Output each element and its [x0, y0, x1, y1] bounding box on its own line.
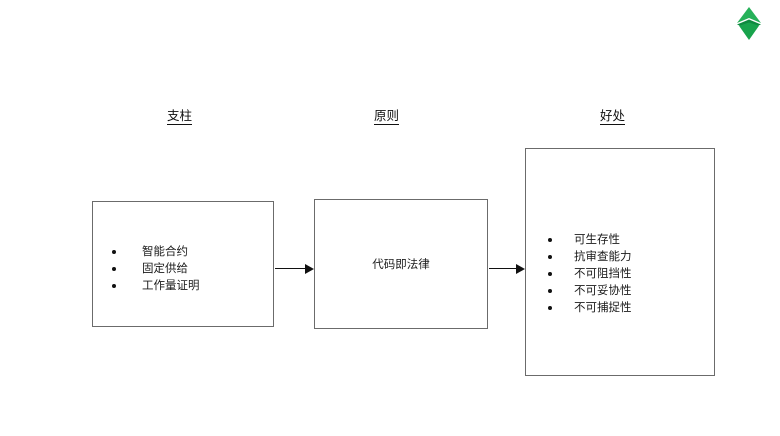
bullet-icon	[548, 254, 552, 259]
list-item-label: 智能合约	[142, 244, 188, 258]
logo-bottom-triangle	[739, 22, 759, 40]
arrow-principles-to-benefits	[489, 264, 525, 274]
bullet-icon	[548, 271, 552, 276]
list-item: 不可阻挡性	[548, 265, 632, 282]
principles-label: 代码即法律	[372, 257, 430, 271]
bullet-icon	[112, 283, 116, 288]
bullet-icon	[548, 288, 552, 293]
list-item-label: 抗审查能力	[574, 249, 632, 263]
list-item: 不可捕捉性	[548, 299, 632, 316]
column-heading-pillars: 支柱	[167, 108, 193, 125]
arrow-shaft	[489, 268, 517, 270]
pillars-list: 智能合约 固定供给 工作量证明	[112, 243, 200, 294]
arrow-pillars-to-principles	[275, 264, 314, 274]
list-item: 不可妥协性	[548, 282, 632, 299]
pillars-box	[92, 201, 274, 327]
list-item: 抗审查能力	[548, 248, 632, 265]
bullet-icon	[112, 249, 116, 254]
list-item-label: 不可捕捉性	[574, 300, 632, 314]
bullet-icon	[548, 237, 552, 242]
list-item: 智能合约	[112, 243, 200, 260]
arrow-head-icon	[305, 264, 314, 274]
list-item-label: 可生存性	[574, 232, 620, 246]
column-heading-principles: 原则	[374, 108, 400, 125]
list-item-label: 工作量证明	[142, 278, 200, 292]
list-item: 可生存性	[548, 231, 632, 248]
ethereum-classic-logo-svg	[737, 7, 761, 40]
bullet-icon	[112, 266, 116, 271]
ethereum-classic-logo	[734, 6, 764, 42]
list-item-label: 固定供给	[142, 261, 188, 275]
list-item: 工作量证明	[112, 277, 200, 294]
logo-top-triangle	[737, 7, 761, 23]
list-item: 固定供给	[112, 260, 200, 277]
arrow-shaft	[275, 268, 306, 270]
arrow-head-icon	[516, 264, 525, 274]
benefits-box	[525, 148, 715, 376]
benefits-list: 可生存性 抗审查能力 不可阻挡性 不可妥协性 不可捕捉性	[548, 231, 632, 316]
bullet-icon	[548, 305, 552, 310]
list-item-label: 不可妥协性	[574, 283, 632, 297]
column-heading-benefits: 好处	[600, 108, 626, 125]
principles-box	[314, 199, 488, 329]
list-item-label: 不可阻挡性	[574, 266, 632, 280]
